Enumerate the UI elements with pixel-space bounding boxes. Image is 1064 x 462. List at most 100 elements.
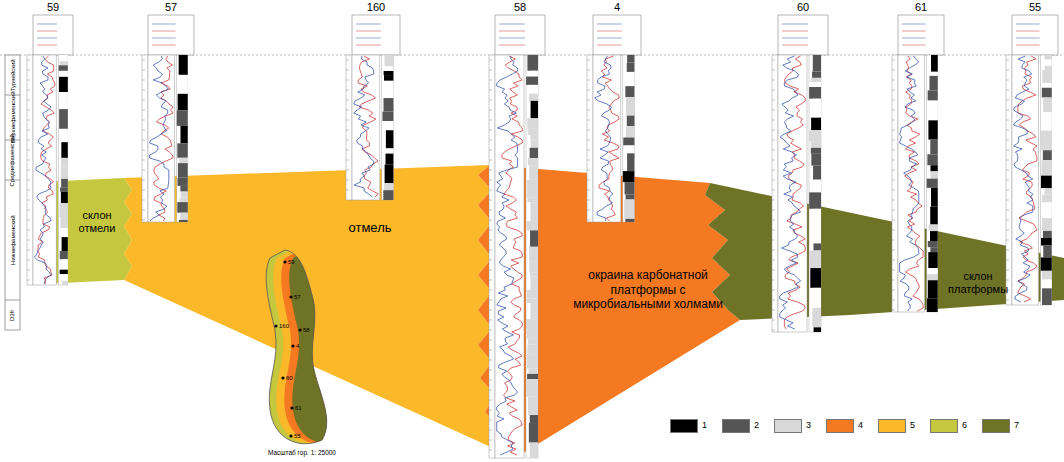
log-stroke: [37, 45, 57, 46]
log-stroke: [180, 186, 187, 192]
log-stroke: [625, 86, 634, 97]
log-stroke: [527, 180, 538, 198]
log-stroke: [27, 110, 30, 111]
log-stroke: [142, 80, 145, 81]
log-stroke: [811, 78, 821, 82]
log-stroke: [529, 165, 538, 179]
log-stroke: [772, 250, 775, 251]
log-stroke: [356, 31, 381, 32]
log-stroke: [177, 110, 188, 126]
log-stroke: [892, 180, 895, 181]
log-stroke: [497, 56, 518, 455]
log-stroke: [489, 180, 492, 181]
log-stroke: [489, 100, 492, 101]
log-stroke: [60, 61, 68, 65]
log-stroke: [489, 220, 492, 221]
log-stroke: [1006, 100, 1009, 101]
log-stroke: [383, 66, 394, 71]
log-stroke: [772, 210, 775, 211]
log-stroke: [892, 160, 895, 161]
log-stroke: [528, 397, 538, 415]
log-stroke: [587, 90, 590, 91]
log-stroke: [627, 63, 635, 72]
log-stroke: [1016, 45, 1040, 46]
log-stroke: [62, 237, 68, 251]
log-stroke: [811, 225, 821, 243]
log-stroke: [772, 260, 775, 261]
map-well-number: 60: [286, 375, 293, 382]
well-number: 59: [47, 1, 59, 13]
log-stroke: [177, 202, 187, 213]
well-number: 55: [1029, 1, 1041, 13]
log-stroke: [1006, 170, 1009, 171]
log-stroke: [623, 171, 635, 182]
log-stroke: [892, 150, 895, 151]
log-stroke: [1041, 160, 1051, 175]
log-stroke: [1043, 202, 1052, 218]
log-stroke: [772, 290, 775, 291]
log-stroke: [772, 200, 775, 201]
log-stroke: [27, 240, 30, 241]
legend-label: 6: [962, 421, 967, 431]
log-stroke: [489, 300, 492, 301]
log-stroke: [811, 154, 821, 166]
log-stroke: [179, 220, 188, 222]
log-stroke: [5, 300, 20, 301]
log-stroke: [813, 55, 821, 72]
log-stroke: [27, 180, 30, 181]
log-stroke: [177, 178, 187, 186]
log-stroke: [810, 268, 821, 288]
log-stroke: [489, 410, 492, 411]
log-stroke: [384, 81, 393, 94]
log-stroke: [599, 56, 619, 221]
log-stroke: [289, 434, 292, 437]
log-stroke: [385, 154, 393, 165]
legend-swatch: [878, 419, 906, 433]
legend-item: 4: [826, 419, 863, 433]
log-stroke: [346, 80, 349, 81]
log-stroke: [812, 209, 821, 225]
log-stroke: [1043, 246, 1051, 258]
log-stroke: [625, 219, 634, 222]
log-stroke: [902, 24, 926, 25]
log-stroke: [772, 330, 775, 331]
log-stroke: [346, 170, 349, 171]
log-stroke: [892, 140, 895, 141]
log-stroke: [60, 217, 67, 228]
log-stroke: [527, 198, 538, 203]
log-stroke: [526, 379, 538, 397]
log-stroke: [527, 118, 538, 128]
log-stroke: [142, 150, 145, 151]
log-stroke: [902, 31, 926, 32]
log-stroke: [782, 38, 808, 39]
log-stroke: [1012, 55, 1039, 305]
map-well-number: 61: [295, 405, 302, 412]
log-stroke: [528, 85, 538, 94]
log-stroke: [489, 380, 492, 381]
log-stroke: [931, 188, 938, 207]
log-stroke: [142, 130, 145, 131]
legend-swatch: [826, 419, 854, 433]
log-stroke: [489, 130, 492, 131]
log-stroke: [530, 272, 538, 276]
log-stroke: [772, 230, 775, 231]
log-stroke: [1043, 98, 1052, 113]
facies-label: отмель: [325, 220, 415, 236]
log-stroke: [34, 56, 51, 284]
log-stroke: [627, 55, 634, 63]
facies-label: склон платформы: [948, 270, 1008, 296]
log-stroke: [587, 200, 590, 201]
log-stroke: [892, 260, 895, 261]
log-stroke: [179, 158, 188, 163]
log-stroke: [180, 126, 187, 143]
log-stroke: [772, 55, 778, 332]
log-stroke: [1006, 55, 1012, 305]
log-stroke: [892, 240, 895, 241]
log-stroke: [587, 220, 590, 221]
log-stroke: [489, 150, 492, 151]
log-stroke: [33, 55, 56, 285]
log-stroke: [928, 280, 938, 298]
log-stroke: [930, 247, 937, 252]
log-stroke: [892, 310, 895, 311]
log-stroke: [179, 75, 188, 80]
